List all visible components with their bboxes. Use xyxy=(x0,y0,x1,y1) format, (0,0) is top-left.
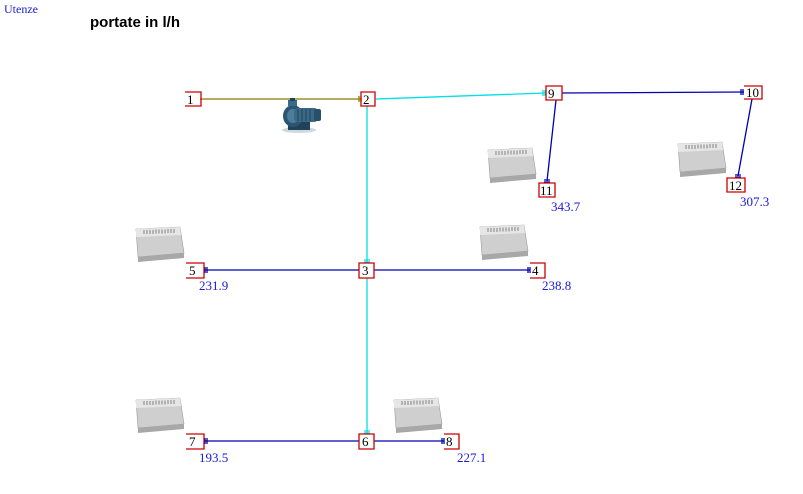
node-label-5: 5 xyxy=(189,263,196,278)
node-box-10[interactable] xyxy=(744,85,763,100)
node-box-2[interactable] xyxy=(360,91,376,107)
node-label-7: 7 xyxy=(189,434,196,449)
node-box-6[interactable] xyxy=(358,433,375,450)
node-label-9: 9 xyxy=(548,86,555,101)
marker-3-top xyxy=(364,259,370,263)
node-label-1: 1 xyxy=(187,92,194,107)
fan-coil-icon[interactable] xyxy=(135,397,185,434)
node-label-10: 10 xyxy=(746,85,759,100)
flow-value-11: 343.7 xyxy=(551,199,581,214)
marker-7-in xyxy=(204,438,208,444)
node-labels: 1 2 3 4 5 6 7 8 9 10 11 12 xyxy=(187,85,759,449)
pump-icon[interactable] xyxy=(282,98,321,133)
pipe-end-markers xyxy=(204,89,744,444)
marker-9-in xyxy=(542,90,546,96)
node-label-8: 8 xyxy=(446,434,453,449)
fan-coil-icon[interactable] xyxy=(393,397,443,434)
node-label-4: 4 xyxy=(532,263,539,278)
marker-12-in xyxy=(735,174,741,178)
node-box-11[interactable] xyxy=(538,182,556,198)
flow-value-12: 307.3 xyxy=(740,194,769,209)
marker-6-top xyxy=(364,430,370,434)
fan-coil-icon[interactable] xyxy=(479,224,529,261)
flow-value-8: 227.1 xyxy=(457,450,486,465)
node-box-5[interactable] xyxy=(186,262,205,279)
node-label-12: 12 xyxy=(729,178,742,193)
node-box-9[interactable] xyxy=(545,85,563,101)
diagram-title: portate in l/h xyxy=(90,14,180,31)
node-label-2: 2 xyxy=(363,92,370,107)
flow-values: 343.7 307.3 231.9 238.8 193.5 227.1 xyxy=(199,194,769,465)
node-box-4[interactable] xyxy=(530,262,546,279)
marker-5-in xyxy=(204,267,208,273)
flow-value-4: 238.8 xyxy=(542,278,571,293)
fan-coil-icon[interactable] xyxy=(487,147,537,184)
node-label-3: 3 xyxy=(362,263,369,278)
marker-8-in xyxy=(441,438,445,444)
pipe-10-12[interactable] xyxy=(737,98,753,177)
pipe-network xyxy=(200,91,753,442)
pipe-2-9[interactable] xyxy=(375,92,547,100)
flow-value-7: 193.5 xyxy=(199,450,228,465)
node-box-3[interactable] xyxy=(358,262,375,279)
node-box-7[interactable] xyxy=(186,433,205,450)
node-label-6: 6 xyxy=(362,434,369,449)
pipe-9-10[interactable] xyxy=(561,91,745,94)
fan-coil-icon[interactable] xyxy=(135,226,185,263)
pipe-9-11[interactable] xyxy=(546,99,557,182)
node-boxes xyxy=(185,85,763,450)
app-title[interactable]: Utenze xyxy=(4,2,38,16)
fan-coil-icon[interactable] xyxy=(677,141,727,178)
node-box-8[interactable] xyxy=(444,433,460,450)
flow-value-5: 231.9 xyxy=(199,278,228,293)
node-box-1[interactable] xyxy=(185,91,202,107)
node-label-11: 11 xyxy=(540,183,553,198)
node-box-12[interactable] xyxy=(726,177,746,193)
marker-4-in xyxy=(527,267,531,273)
marker-10-in xyxy=(740,89,744,95)
marker-11-in xyxy=(544,179,550,183)
